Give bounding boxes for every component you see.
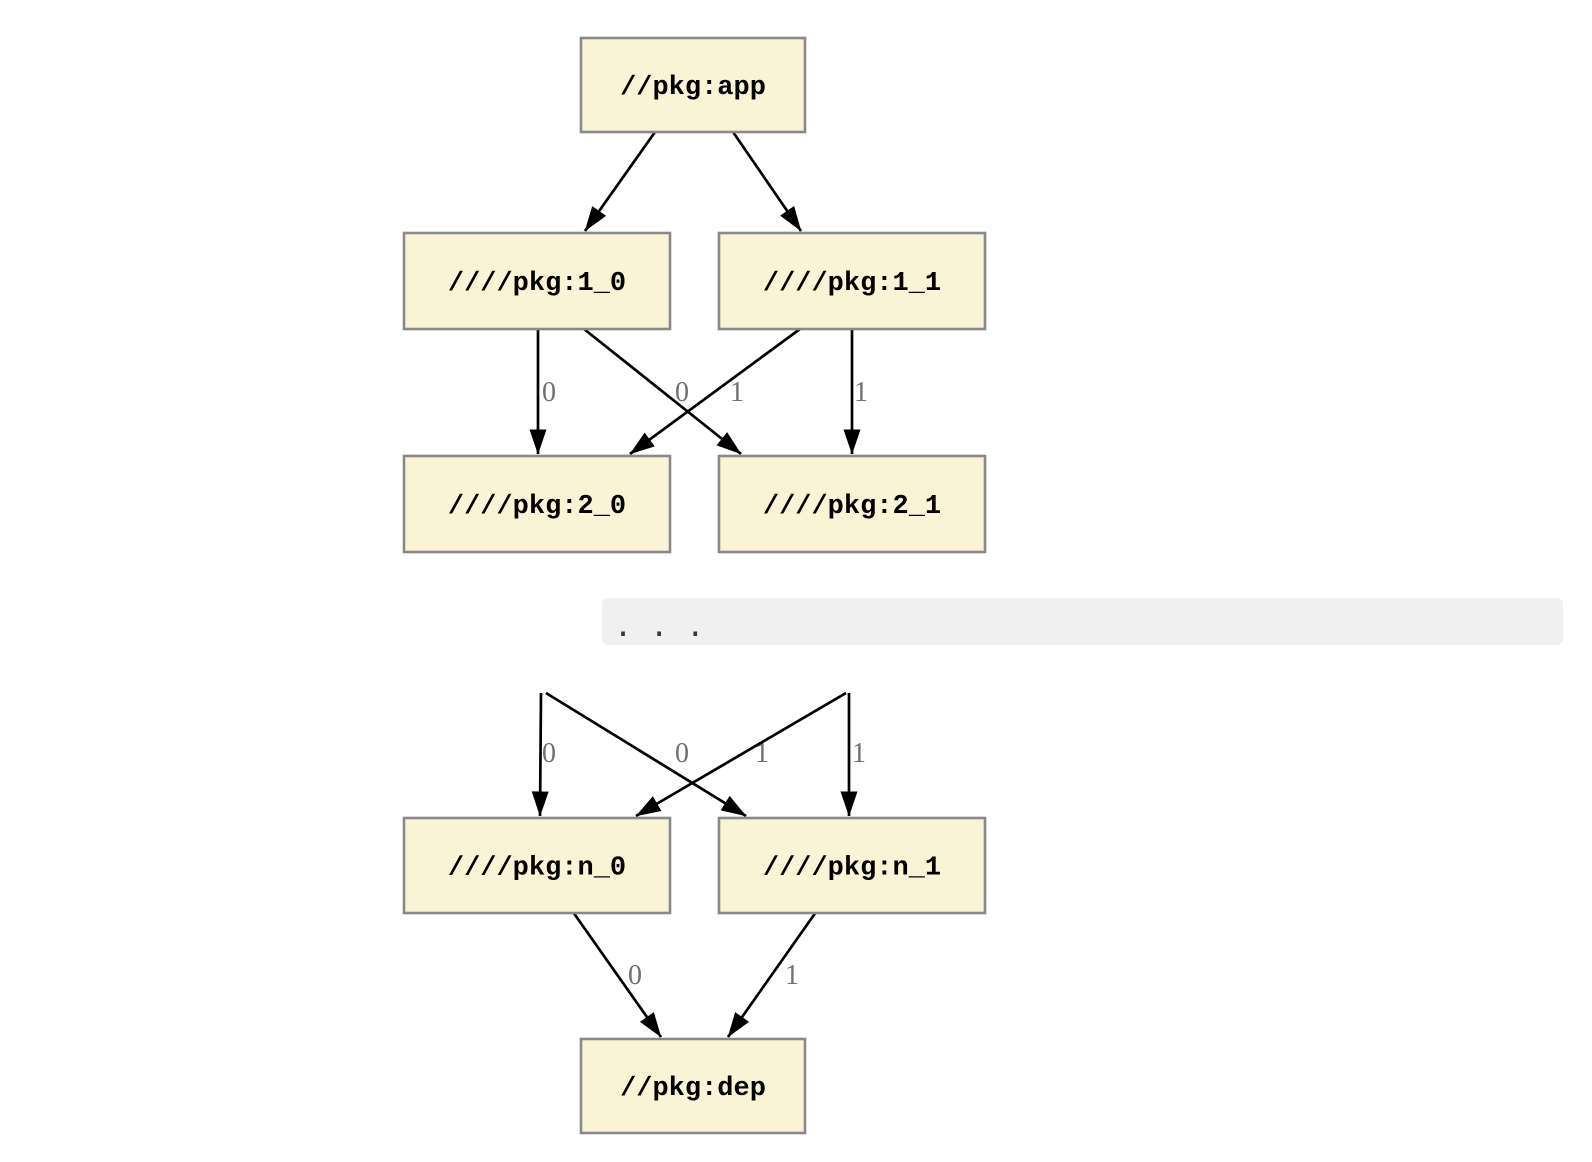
node-l1_0: ////pkg:1_0 bbox=[402, 231, 672, 331]
node-l2_1: ////pkg:2_1 bbox=[717, 454, 987, 554]
edge-ln_0-to-dep bbox=[571, 911, 663, 1038]
node-label-ln_1: ////pkg:n_1 bbox=[763, 854, 941, 884]
node-box-app bbox=[579, 36, 807, 134]
ellipsis-bar-background bbox=[602, 598, 1563, 645]
edge-ln_1-to-dep bbox=[726, 911, 818, 1038]
node-label-l1_0: ////pkg:1_0 bbox=[448, 269, 626, 299]
edge-label-ellipsis-to-ln_0: 0 bbox=[675, 738, 689, 769]
edge-ellipsis-to-ln_0 bbox=[531, 692, 549, 817]
node-label-dep: //pkg:dep bbox=[620, 1074, 766, 1104]
ellipsis-bar: . . . bbox=[602, 598, 1563, 645]
edge-label-ellipsis-to-ln_1: 1 bbox=[852, 738, 866, 769]
node-label-ln_0: ////pkg:n_0 bbox=[448, 854, 626, 884]
node-dep: //pkg:dep bbox=[579, 1037, 807, 1135]
node-label-app: //pkg:app bbox=[620, 73, 766, 103]
edge-label-ln_0-to-dep: 0 bbox=[628, 960, 642, 991]
edge-app-to-l1_0 bbox=[583, 131, 657, 232]
node-label-l2_1: ////pkg:2_1 bbox=[763, 492, 941, 522]
node-l1_1: ////pkg:1_1 bbox=[717, 231, 987, 331]
node-box-l1_0 bbox=[402, 231, 672, 331]
edge-label-ellipsis-to-ln_0: 0 bbox=[542, 738, 556, 769]
node-box-ln_1 bbox=[717, 816, 987, 915]
edge-ellipsis-to-ln_0 bbox=[635, 691, 847, 818]
node-label-l1_1: ////pkg:1_1 bbox=[763, 269, 941, 299]
node-box-ln_0 bbox=[402, 816, 672, 915]
node-box-l1_1 bbox=[717, 231, 987, 331]
node-box-dep bbox=[579, 1037, 807, 1135]
node-l2_0: ////pkg:2_0 bbox=[402, 454, 672, 554]
edge-label-l1_0-to-l2_0: 0 bbox=[542, 377, 556, 408]
edge-label-l1_1-to-l2_1: 1 bbox=[854, 377, 868, 408]
edge-label-l1_0-to-l2_1: 1 bbox=[730, 377, 744, 408]
edge-l1_1-to-l2_0 bbox=[629, 327, 801, 456]
edge-label-ln_1-to-dep: 1 bbox=[785, 960, 799, 991]
edge-ellipsis-to-ln_1 bbox=[545, 691, 747, 818]
edge-l1_0-to-l2_1 bbox=[583, 327, 742, 456]
node-label-l2_0: ////pkg:2_0 bbox=[448, 492, 626, 522]
node-box-l2_0 bbox=[402, 454, 672, 554]
edge-label-l1_1-to-l2_0: 0 bbox=[675, 377, 689, 408]
node-ln_1: ////pkg:n_1 bbox=[717, 816, 987, 915]
node-ln_0: ////pkg:n_0 bbox=[402, 816, 672, 915]
ellipsis-text: . . . bbox=[614, 609, 704, 644]
node-box-l2_1 bbox=[717, 454, 987, 554]
edge-app-to-l1_1 bbox=[731, 131, 803, 232]
node-app: //pkg:app bbox=[579, 36, 807, 134]
